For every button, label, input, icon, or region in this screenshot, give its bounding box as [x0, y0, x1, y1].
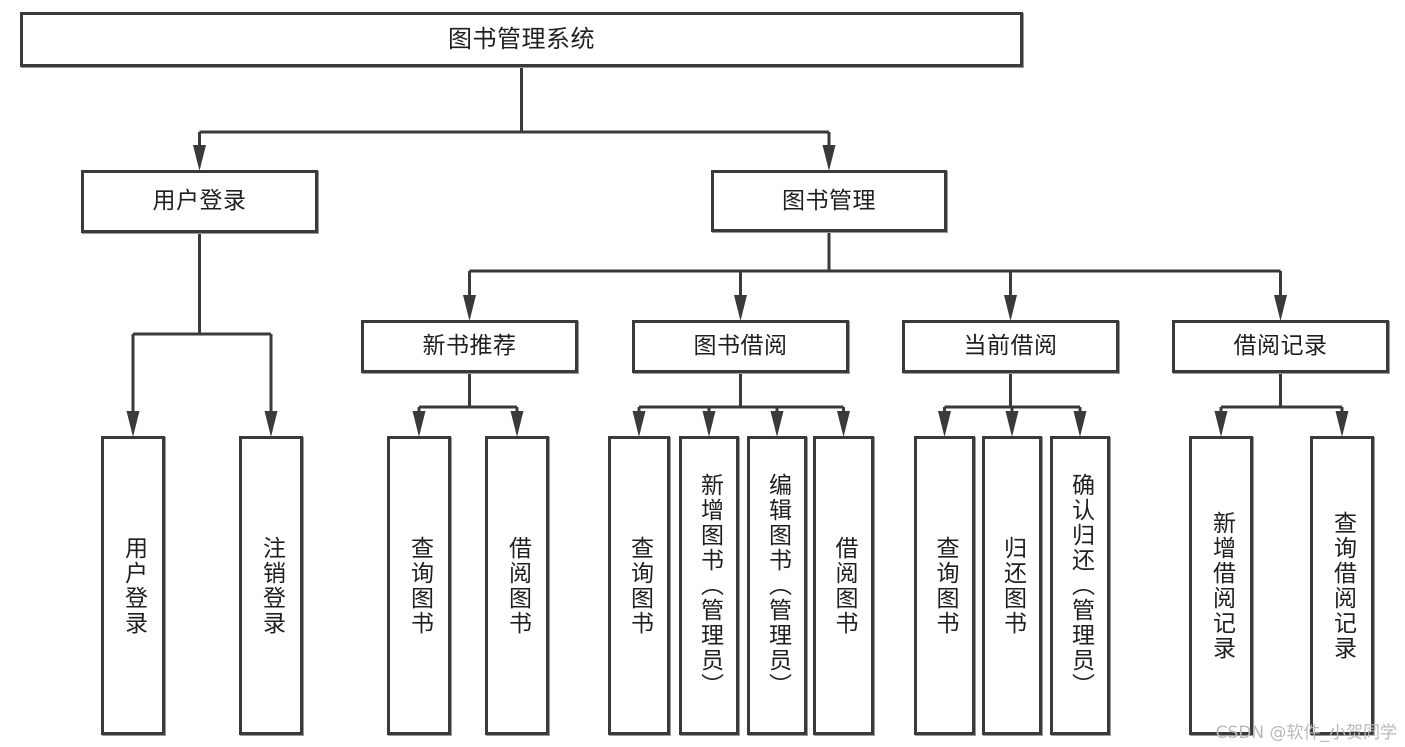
node-label: 查询图书 — [626, 535, 653, 636]
node-label: 图书管理系统 — [448, 24, 595, 53]
node-label: 新增借阅记录 — [1208, 510, 1235, 661]
node-label: 编辑图书（管理员） — [764, 473, 791, 698]
node-label: 注销登录 — [258, 535, 285, 636]
node-label: 借阅记录 — [1233, 333, 1328, 360]
node-newbook: 新书推荐 — [361, 320, 578, 373]
node-l-qb1: 查询图书 — [387, 436, 451, 735]
node-l-bb1: 借阅图书 — [485, 436, 549, 735]
node-current: 当前借阅 — [902, 320, 1119, 373]
node-l-addbook: 新增图书（管理员） — [679, 436, 739, 735]
node-l-editbook: 编辑图书（管理员） — [747, 436, 807, 735]
node-l-addrec: 新增借阅记录 — [1189, 436, 1253, 735]
node-label: 图书借阅 — [693, 333, 788, 360]
node-label: 查询图书 — [932, 535, 958, 636]
node-label: 用户登录 — [120, 535, 147, 636]
node-label: 图书管理 — [782, 187, 876, 214]
node-label: 用户登录 — [152, 188, 247, 215]
node-label: 新书推荐 — [422, 333, 517, 360]
node-label: 归还图书 — [999, 535, 1026, 636]
node-bookmgmt: 图书管理 — [711, 170, 947, 232]
node-login: 用户登录 — [81, 170, 318, 233]
watermark-text: CSDN @软件_小贺同学 — [1215, 723, 1397, 743]
node-label: 新增图书（管理员） — [696, 473, 723, 698]
node-l-bb2: 借阅图书 — [813, 436, 874, 735]
node-l-qb3: 查询图书 — [914, 436, 975, 735]
node-l-confirm: 确认归还（管理员） — [1050, 436, 1110, 735]
node-root: 图书管理系统 — [20, 12, 1023, 67]
node-label: 查询图书 — [406, 535, 433, 636]
node-l-logout: 注销登录 — [239, 436, 303, 735]
node-l-login: 用户登录 — [101, 436, 165, 735]
node-l-qrec: 查询借阅记录 — [1310, 436, 1374, 735]
node-l-qb2: 查询图书 — [608, 436, 670, 735]
node-label: 借阅图书 — [831, 535, 857, 636]
node-label: 查询借阅记录 — [1329, 510, 1356, 661]
node-l-return: 归还图书 — [982, 436, 1042, 735]
node-records: 借阅记录 — [1172, 320, 1389, 373]
node-borrow: 图书借阅 — [632, 320, 849, 373]
node-label: 当前借阅 — [963, 333, 1058, 360]
node-label: 借阅图书 — [504, 535, 531, 636]
node-label: 确认归还（管理员） — [1067, 473, 1094, 698]
